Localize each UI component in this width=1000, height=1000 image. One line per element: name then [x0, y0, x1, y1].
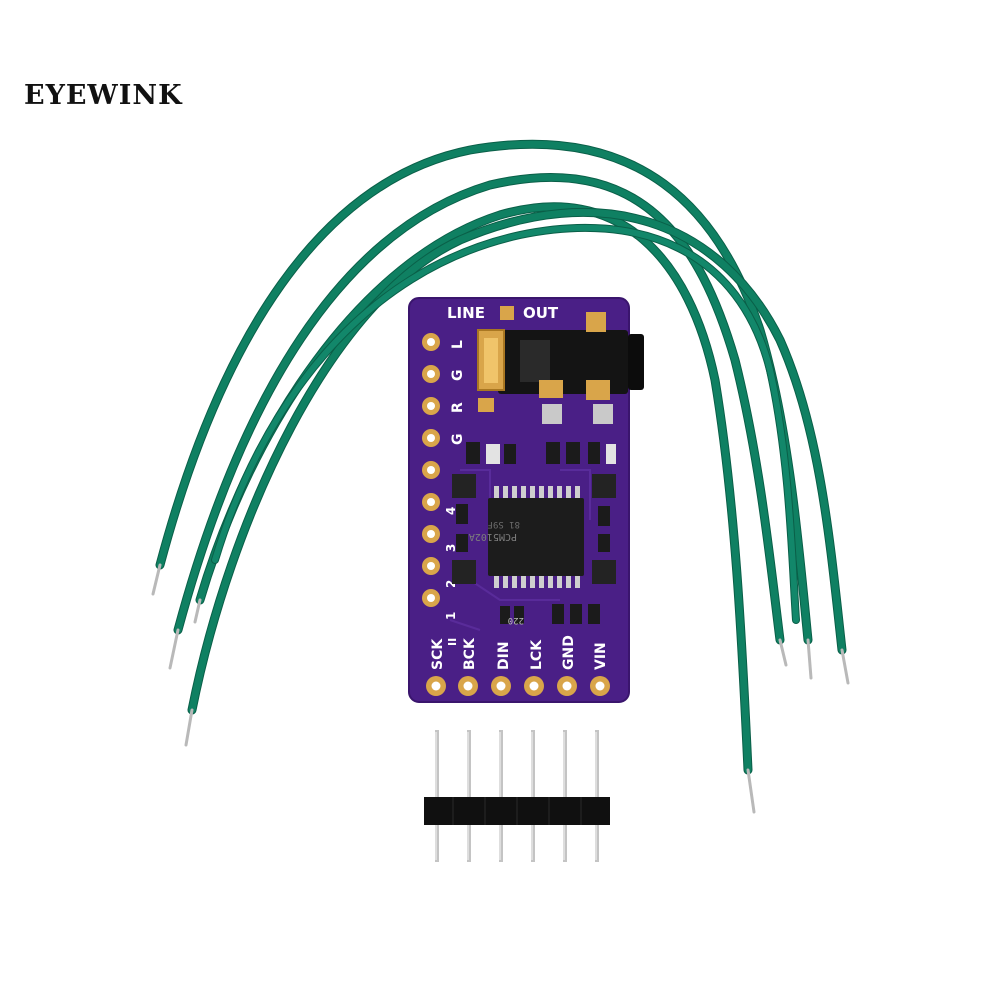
- audio-jack: [477, 306, 644, 424]
- wire-end-4: [184, 708, 194, 747]
- wire-end-1: [151, 563, 162, 596]
- jumper-wires: [151, 139, 850, 814]
- side-label-g2: G: [450, 434, 466, 446]
- pin-label-bck: BCK: [462, 637, 478, 670]
- pin-label-din: DIN: [496, 641, 512, 670]
- wire-end-5: [806, 638, 813, 680]
- chip-sub-marking: 81 S9F: [487, 519, 520, 529]
- side-label-r: R: [450, 402, 466, 413]
- side-number-1: 1: [444, 612, 458, 620]
- smd-components: [452, 442, 616, 624]
- chip-marking: PCM5102A: [469, 531, 517, 542]
- pin-header: [424, 730, 610, 862]
- line-out-label-right: OUT: [523, 304, 559, 322]
- side-number-2: 2: [444, 580, 458, 588]
- wire-end-3: [193, 598, 202, 624]
- resistor-code: 220: [508, 615, 524, 625]
- wire-end-6: [778, 638, 788, 667]
- side-label-l: L: [450, 340, 466, 349]
- side-number-3: 3: [444, 544, 458, 552]
- bottom-pin-pads: [426, 676, 610, 696]
- dac-chip: PCM5102A 81 S9F: [469, 486, 584, 588]
- pin-label-sck: SCK: [430, 638, 446, 670]
- side-pin-pads: [422, 333, 440, 607]
- wire-end-8: [840, 648, 850, 685]
- brand-logo-text: EYEWINK: [24, 80, 183, 111]
- pcb-board: LINE OUT: [408, 297, 644, 703]
- wire-end-7: [746, 768, 756, 814]
- pin-label-gnd: GND: [561, 635, 577, 670]
- pin-label-lck: LCK: [529, 639, 545, 670]
- bridge-mark: II: [446, 638, 459, 646]
- wire-end-2: [168, 628, 180, 670]
- pin-label-vin: VIN: [593, 642, 609, 670]
- side-number-4: 4: [444, 507, 458, 515]
- line-out-label-left: LINE: [447, 304, 485, 322]
- side-label-g1: G: [450, 370, 466, 382]
